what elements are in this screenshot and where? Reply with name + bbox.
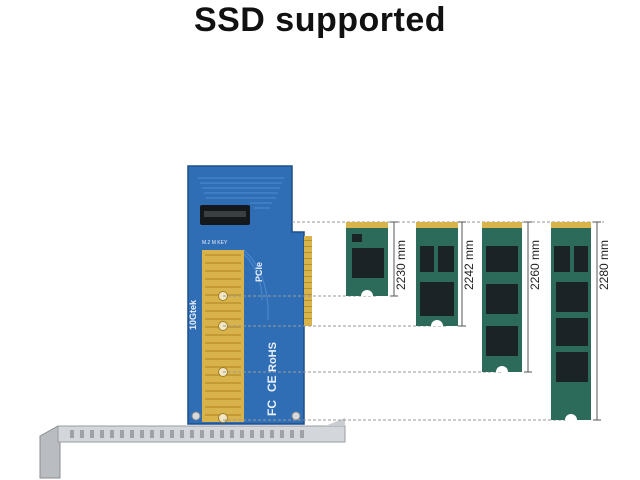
brand-label: 10Gtek [188,299,198,330]
rohs-mark: RoHS [267,342,279,372]
pcie-logo: PCIe [254,262,264,282]
pcie-bracket [39,418,346,479]
adapter-card: M.2 M KEY 10Gtek PCIe FC CE RoHS [187,165,312,425]
ssd-2280-label: 2280 mm [597,240,611,290]
ssd-2260 [482,222,522,372]
ssd-2260-label: 2260 mm [528,240,542,290]
dimension-lines [390,221,601,421]
guide-lines [223,221,604,421]
ssd-2242 [416,222,458,326]
ssd-2280 [551,222,591,420]
page-title: SSD supported [193,1,447,39]
ce-mark: CE [265,375,279,392]
ssd-2242-label: 2242 mm [462,240,476,290]
ssd-2230 [346,222,388,296]
fcc-mark: FC [265,400,279,416]
ssd-2230-label: 2230 mm [394,240,408,290]
slot-label: M.2 M KEY [202,240,228,246]
